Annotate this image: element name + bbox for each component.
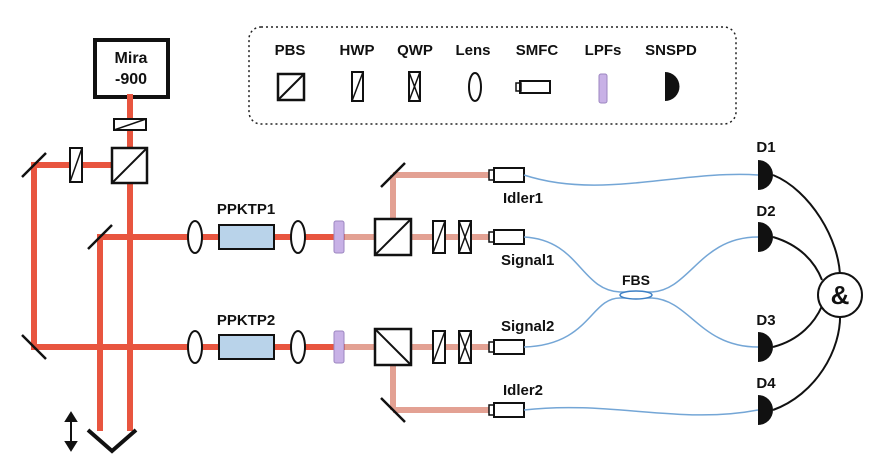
detector-label-d1: D1 — [756, 139, 775, 156]
mirror-mid-left — [87, 224, 113, 250]
lens-icon — [468, 72, 482, 102]
laser-name-line1: Mira — [115, 50, 148, 67]
photon-beams — [345, 172, 490, 413]
laser-source: Mira -900 — [93, 38, 170, 99]
snspd-icon — [665, 72, 680, 101]
pump-hwp-horizontal — [69, 147, 83, 183]
detector-label-d2: D2 — [756, 203, 775, 220]
lpf-icon — [598, 73, 608, 104]
fiber-beam-splitter — [619, 290, 653, 300]
detector-label-d4: D4 — [756, 375, 776, 392]
detector-d3 — [758, 332, 773, 362]
smfc-icon — [515, 80, 551, 94]
detector-d1 — [758, 160, 773, 190]
source-1: PPKTP1 — [187, 201, 472, 257]
detectors — [758, 160, 773, 425]
port-label-signal1: Signal1 — [501, 252, 554, 269]
detector-d4 — [758, 395, 773, 425]
hwp-icon — [351, 71, 364, 102]
laser-name-line2: -900 — [115, 71, 147, 88]
pump-hwp-vertical — [113, 118, 147, 131]
pbs-icon — [276, 72, 306, 102]
port-label-idler1: Idler1 — [503, 190, 543, 207]
qwp-icon — [408, 71, 421, 102]
retroreflector — [86, 428, 138, 454]
crystal-label-ppktp1: PPKTP1 — [217, 201, 275, 218]
mirror-idler1 — [380, 162, 406, 188]
mirror-bottom-left — [21, 334, 47, 360]
legend-label-snspd: SNSPD — [645, 42, 697, 59]
mirrors — [21, 152, 406, 423]
mirror-idler2 — [380, 397, 406, 423]
pump-beams — [31, 94, 348, 431]
port-label-signal2: Signal2 — [501, 318, 554, 335]
legend: PBS HWP QWP Lens SMFC LPFs SNSPD — [248, 26, 737, 125]
legend-label-lpfs: LPFs — [585, 42, 622, 59]
legend-label-lens: Lens — [455, 42, 490, 59]
pump-pbs — [110, 146, 149, 185]
crystal-label-ppktp2: PPKTP2 — [217, 312, 275, 329]
translation-arrow-icon — [64, 411, 78, 452]
detector-d2 — [758, 222, 773, 252]
detector-label-d3: D3 — [756, 312, 775, 329]
fbs-label: FBS — [622, 272, 650, 288]
source-2: PPKTP2 — [187, 312, 472, 367]
coincidence-wires — [772, 174, 842, 411]
coincidence-unit — [817, 272, 863, 318]
legend-label-pbs: PBS — [275, 42, 306, 59]
mirror-top-left — [21, 152, 47, 178]
legend-label-smfc: SMFC — [516, 42, 559, 59]
legend-label-hwp: HWP — [340, 42, 375, 59]
port-label-idler2: Idler2 — [503, 382, 543, 399]
legend-label-qwp: QWP — [397, 42, 433, 59]
coincidence-symbol: & — [831, 280, 850, 310]
